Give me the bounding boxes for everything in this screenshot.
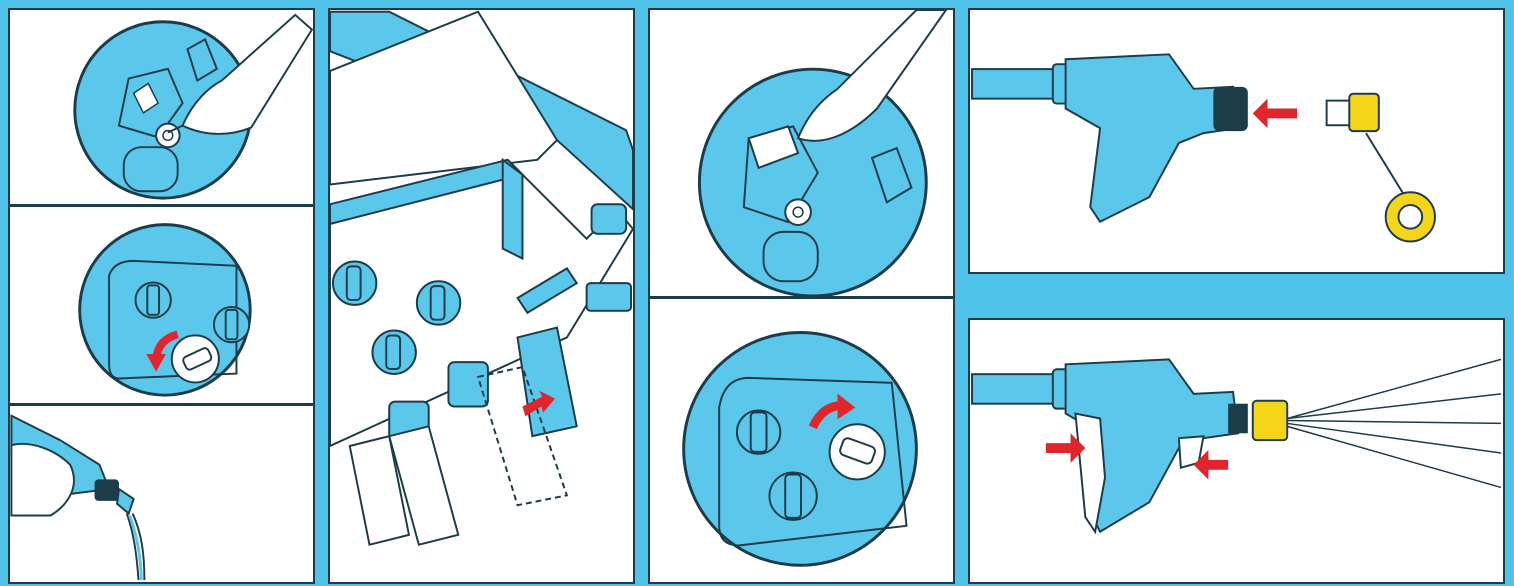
panel-knob-turn-ccw [8, 205, 315, 405]
hand-pressing-button-icon [73, 13, 313, 200]
hose-connect-icon [330, 10, 633, 546]
nozzle-insert-icon [971, 53, 1436, 243]
panel-insert-nozzle [968, 8, 1505, 274]
panel-gun-drain [8, 404, 315, 584]
knob-rotate-icon [78, 223, 252, 397]
hand-pressing-button-icon [697, 10, 948, 296]
panel-hose-connection [328, 8, 635, 584]
panel-spray [968, 318, 1505, 584]
spray-gun-drain-icon [10, 414, 146, 581]
panel-power-switch-press [648, 8, 955, 298]
knob-rotate-icon [682, 331, 918, 567]
panel-power-button-press [8, 8, 315, 206]
panel-knob-turn-cw [648, 297, 955, 584]
spray-icon [971, 358, 1502, 535]
